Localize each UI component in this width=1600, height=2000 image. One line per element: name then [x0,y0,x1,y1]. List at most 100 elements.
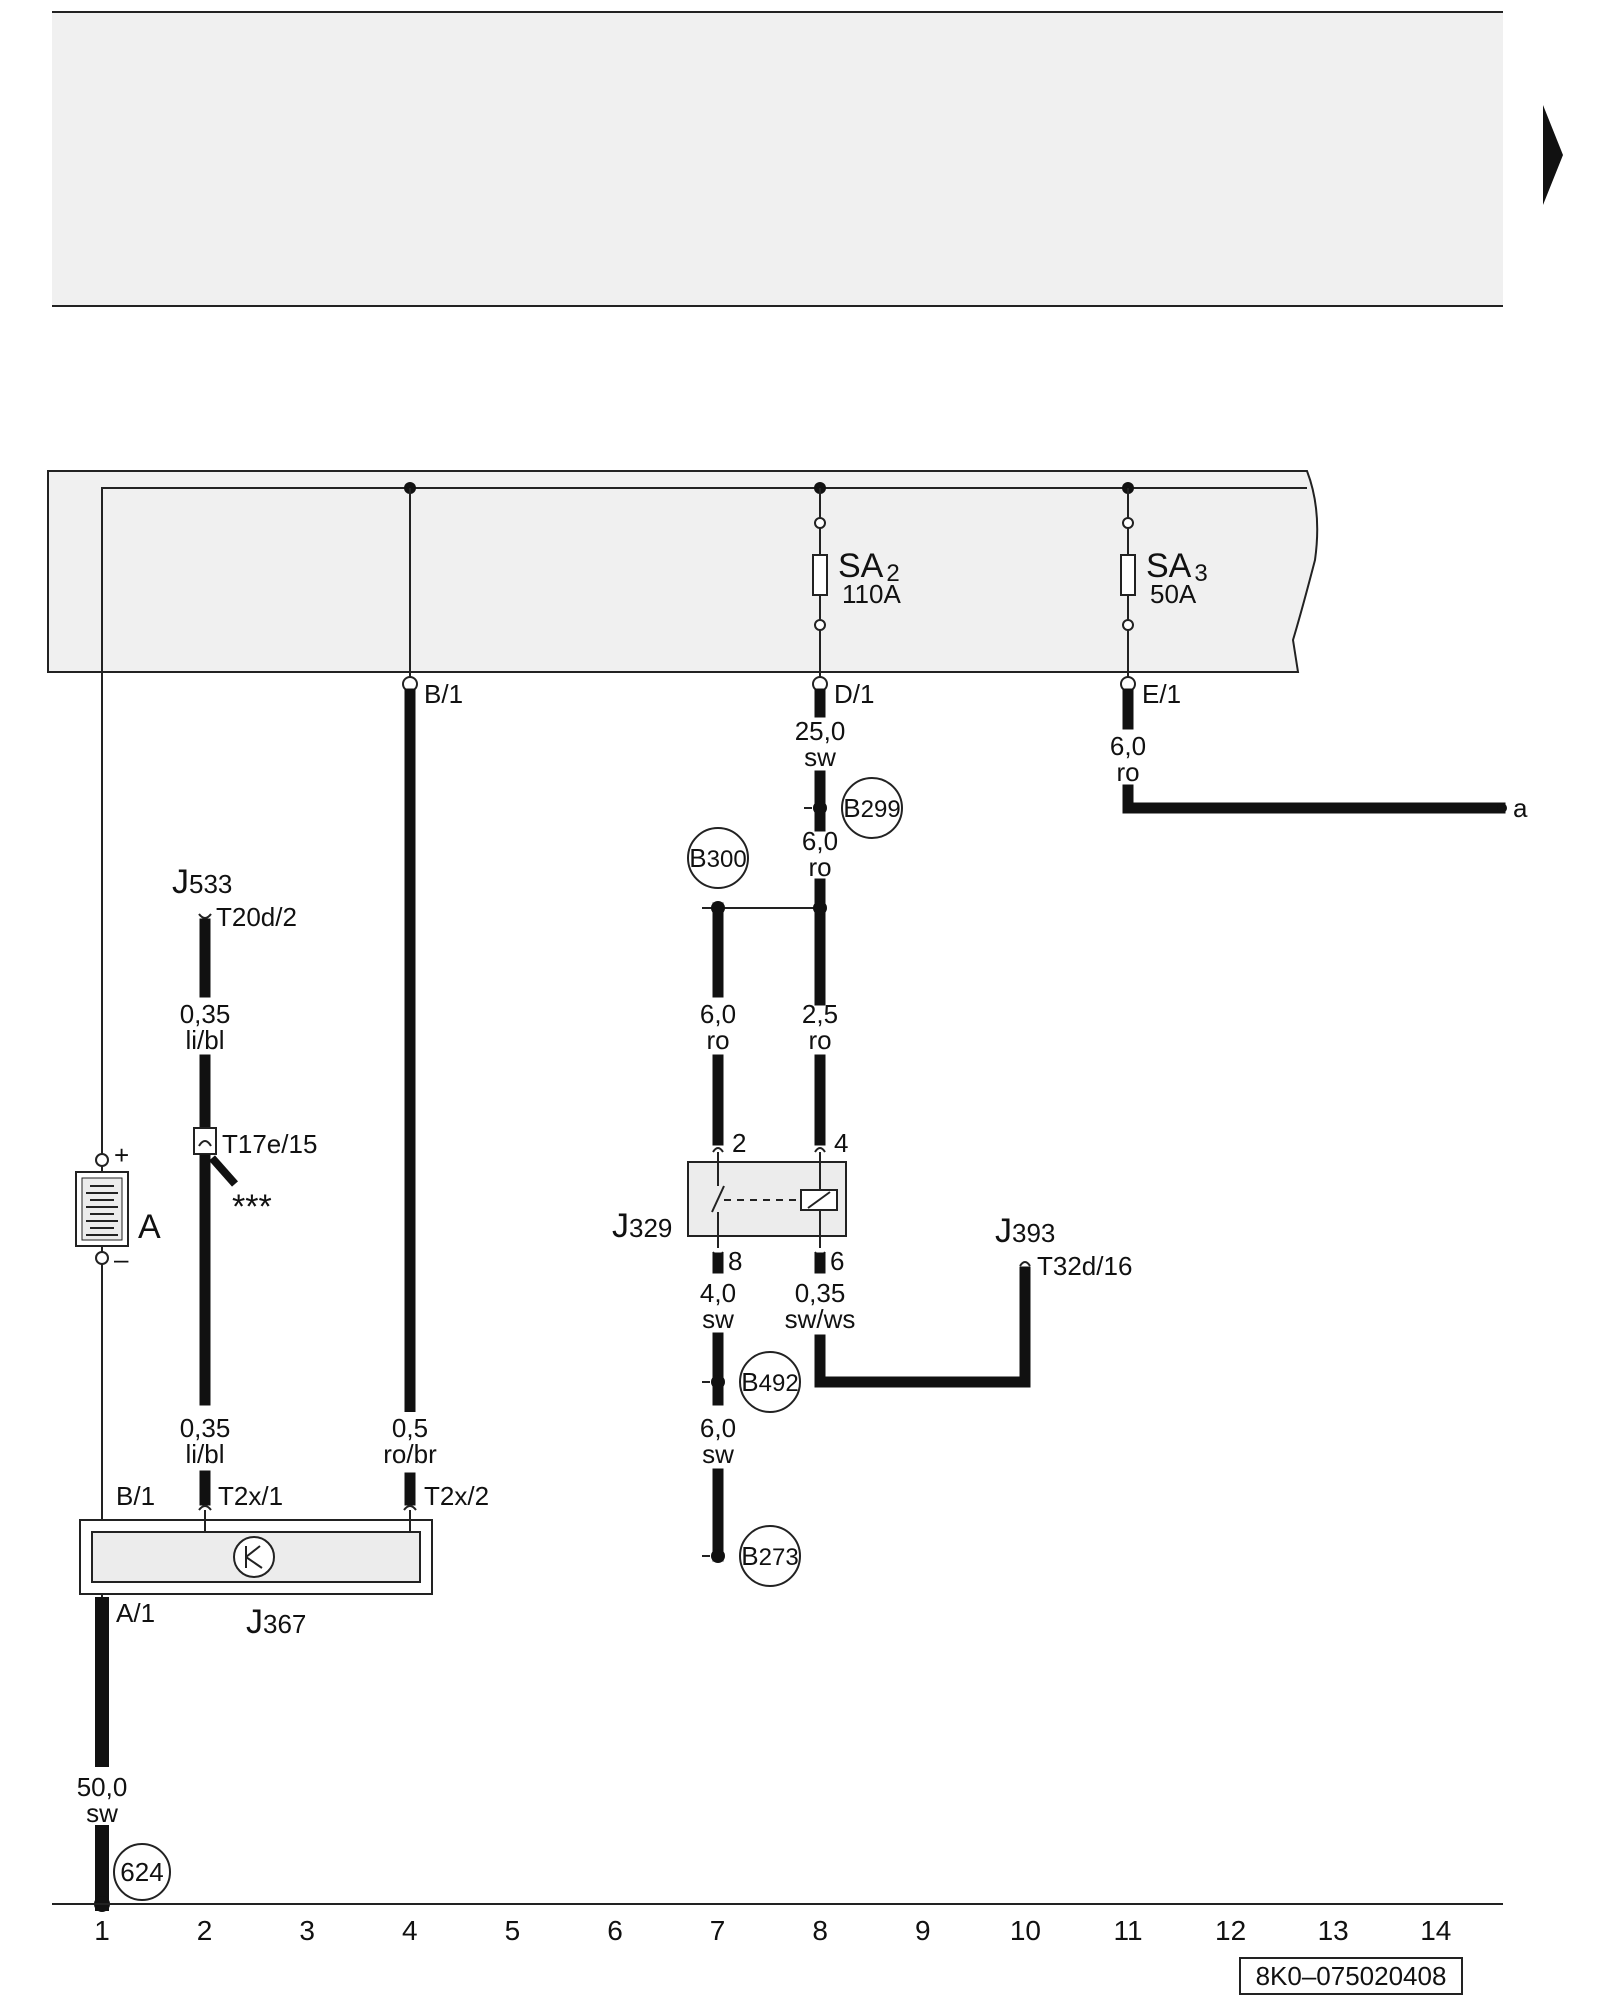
column-label-12: 12 [1215,1915,1246,1946]
column-label-4: 4 [402,1915,418,1946]
j367-t2x2-label: T2x/2 [424,1481,489,1511]
wire-pin6-route[interactable] [814,1266,1031,1388]
connector-stars: *** [232,1188,272,1226]
column-label-1: 1 [94,1915,110,1946]
j329-pin8-label: 8 [728,1246,742,1276]
column-label-11: 11 [1113,1915,1142,1946]
wire-col4-label-gap [370,1412,450,1476]
wire-j533a-color: li/bl [185,1025,224,1055]
wire-b300-color: ro [706,1025,729,1055]
wire-pin8-color: sw [702,1304,734,1334]
wire-624-color: sw [86,1798,118,1828]
connector-e1-label: E/1 [1142,679,1181,709]
battery-plus-label: + [114,1140,129,1170]
sa3-rating: 50A [1150,579,1197,609]
diagram-code-box [1239,1957,1463,1995]
sa2-contact-top [814,517,826,529]
wire-b300-size: 6,0 [700,999,736,1029]
j393-pin-cup [1019,1261,1031,1267]
battery-minus-label: – [114,1244,129,1274]
wire-j533b-color: li/bl [185,1439,224,1469]
diagram-code: 8K0–075020408 [1256,1961,1447,1991]
header-panel [52,12,1503,306]
column-label-7: 7 [710,1915,726,1946]
j367-label: J367 [246,1603,306,1641]
connector-t17e15-label: T17e/15 [222,1129,317,1159]
j329-pin4-label: 4 [834,1128,848,1158]
wire-pin4-color: ro [808,1025,831,1055]
connector-t17e15-branch [209,1155,238,1187]
column-label-3: 3 [299,1915,315,1946]
j393-label: J393 [995,1212,1055,1250]
sa2-fuse-icon [812,554,828,596]
wire-col4-size: 0,5 [392,1413,428,1443]
wire-e1-end-dot [1497,803,1507,813]
j329-switch-contact [711,1185,725,1213]
ground-b273-badge[interactable] [739,1525,801,1587]
battery-minus-terminal [95,1251,109,1265]
j329-pin2-label: 2 [732,1128,746,1158]
wire-e1-size: 6,0 [1110,731,1146,761]
column-label-6: 6 [607,1915,623,1946]
column-label-13: 13 [1318,1915,1349,1946]
next-page-arrow-icon[interactable] [1543,105,1563,205]
sa3-contact-top [1122,517,1134,529]
ground-b299-badge[interactable] [841,777,903,839]
j367-transistor-symbol [245,1545,263,1569]
ground-b492-label: B492 [741,1367,798,1397]
wire-pin8-size: 4,0 [700,1278,736,1308]
ground-b273-junction [711,1549,725,1563]
j533-pin-cup [198,913,212,919]
sa3-contact-bottom [1122,619,1134,631]
j367-t2x2-cup [403,1505,417,1511]
battery-label: A [138,1208,161,1246]
j329-pin4-cup [814,1147,826,1153]
ground-b492-badge[interactable] [739,1351,801,1413]
ground-b300-badge[interactable] [687,827,749,889]
fuse-box-panel [47,470,1319,673]
ground-b273-label: B273 [741,1541,798,1571]
sa3-fuse-icon [1120,554,1136,596]
ground-b299-label: B299 [843,793,900,823]
battery-plates-icon [86,1185,118,1236]
wire-pin6-size: 0,35 [795,1278,846,1308]
arrow-a-label: a [1513,793,1528,823]
j329-label: J329 [612,1207,672,1245]
battery-plus-terminal [95,1153,109,1167]
j367-transistor-icon [233,1536,275,1578]
connector-b1-label: B/1 [424,679,463,709]
column-label-5: 5 [505,1915,521,1946]
wire-d1-size: 25,0 [795,716,846,746]
j329-coil-diagonal [807,1191,831,1209]
column-label-8: 8 [812,1915,828,1946]
connector-t17e15-cup [198,1140,212,1147]
j367-t2x1-label: T2x/1 [218,1481,283,1511]
wire-624-size: 50,0 [77,1772,128,1802]
wire-b299-color: ro [808,852,831,882]
wire-col4-color: ro/br [383,1439,437,1469]
wire-e1-route[interactable] [1122,784,1506,814]
wire-pin4-size: 2,5 [802,999,838,1029]
sa2-rating: 110A [842,579,901,609]
j329-pin6-label: 6 [830,1246,844,1276]
column-label-9: 9 [915,1915,931,1946]
j367-t2x1-cup [198,1505,212,1511]
splice-junction-8 [813,901,827,915]
wire-j533b-size: 0,35 [180,1413,231,1443]
ground-624-badge[interactable] [113,1843,171,1901]
column-label-2: 2 [197,1915,213,1946]
column-label-10: 10 [1010,1915,1041,1946]
j533-pin-label: T20d/2 [216,902,297,932]
connector-d1-label: D/1 [834,679,874,709]
wire-d1-color: sw [804,742,836,772]
ground-624-label: 624 [120,1857,163,1887]
j367-pin-a1-label: A/1 [116,1598,155,1628]
wire-e1-color: ro [1116,757,1139,787]
j367-pin-b1-label: B/1 [116,1481,155,1511]
ground-b300-label: B300 [689,843,746,873]
column-label-14: 14 [1420,1915,1451,1946]
